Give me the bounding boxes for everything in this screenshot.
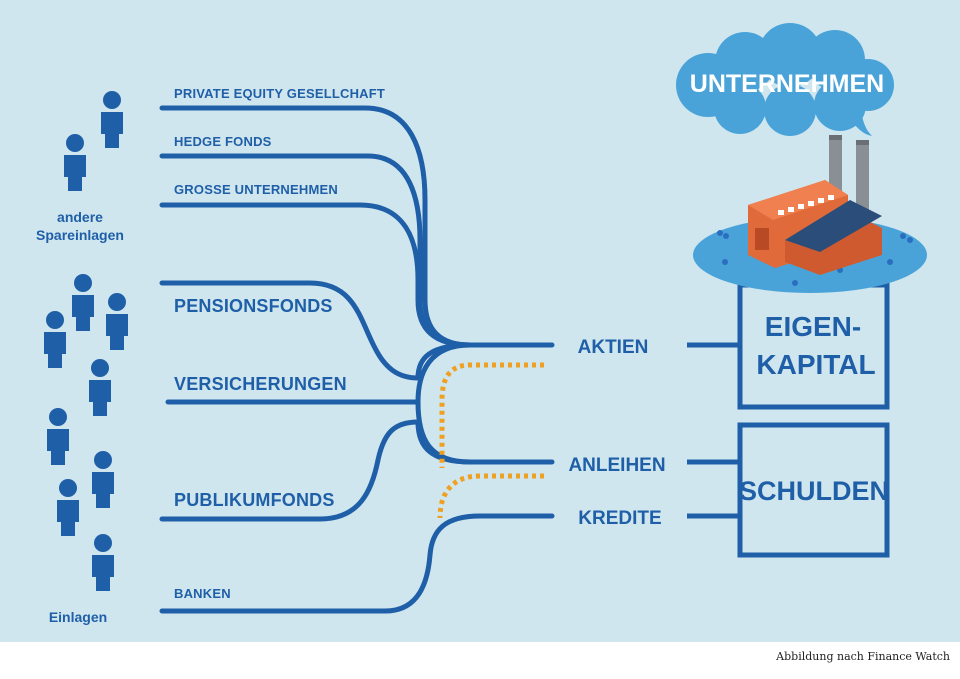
instrument-label-kredite: KREDITE xyxy=(578,508,661,529)
equity-box-label-line2: KAPITAL xyxy=(756,349,875,380)
person-icon xyxy=(57,479,79,536)
dotted-line-upper xyxy=(439,362,544,468)
image-caption: Abbildung nach Finance Watch xyxy=(776,650,950,663)
person-icon xyxy=(72,274,94,331)
person-icon xyxy=(47,408,69,465)
person-icon xyxy=(89,359,111,416)
chimney-right xyxy=(856,140,869,218)
person-icon xyxy=(44,311,66,368)
factory-windows xyxy=(778,195,834,215)
company-label: UNTERNEHMEN xyxy=(690,70,884,98)
factory-main-roof xyxy=(748,180,848,220)
source-label-hedge-funds: HEDGE FONDS xyxy=(174,134,272,149)
savers-icon-group xyxy=(64,91,123,191)
debt-box xyxy=(737,422,890,558)
instrument-connectors xyxy=(687,342,740,519)
flow-line-pension-funds xyxy=(159,280,473,381)
dotted-flow-lines xyxy=(437,362,544,519)
person-icon xyxy=(101,91,123,148)
company-cloud xyxy=(676,23,894,136)
person-icon xyxy=(92,451,114,508)
debt-box-label: SCHULDEN xyxy=(739,476,889,506)
factory-door xyxy=(755,228,769,250)
group-label-other-savings-line2: Spareinlagen xyxy=(36,227,124,243)
grass-tufts xyxy=(717,230,913,286)
group-label-other-savings-line1: andere xyxy=(57,209,103,225)
source-label-private-equity: PRIVATE EQUITY GESELLCHAFT xyxy=(174,86,385,101)
dotted-line-lower xyxy=(437,473,544,519)
instrument-label-anleihen: ANLEIHEN xyxy=(568,455,665,476)
person-icon xyxy=(92,534,114,591)
equity-box-label-line1: EIGEN- xyxy=(765,311,861,342)
depositors-icon-group xyxy=(44,274,128,591)
source-label-pension-funds: PENSIONSFONDS xyxy=(174,296,333,316)
factory-illustration xyxy=(693,135,927,293)
flow-line-public-funds xyxy=(159,419,473,522)
person-icon xyxy=(64,134,86,191)
flow-line-large-companies xyxy=(159,202,473,348)
instrument-label-aktien: AKTIEN xyxy=(578,337,649,358)
group-label-deposits: Einlagen xyxy=(49,609,107,625)
source-label-insurance: VERSICHERUNGEN xyxy=(174,374,347,394)
source-label-public-funds: PUBLIKUMFONDS xyxy=(174,490,335,510)
source-label-banks: BANKEN xyxy=(174,586,231,601)
flow-line-banks xyxy=(159,513,555,614)
source-label-large-companies: GROSSE UNTERNEHMEN xyxy=(174,182,338,197)
flow-lines xyxy=(159,105,555,614)
person-icon xyxy=(106,293,128,350)
factory-hall-roof xyxy=(785,200,882,252)
